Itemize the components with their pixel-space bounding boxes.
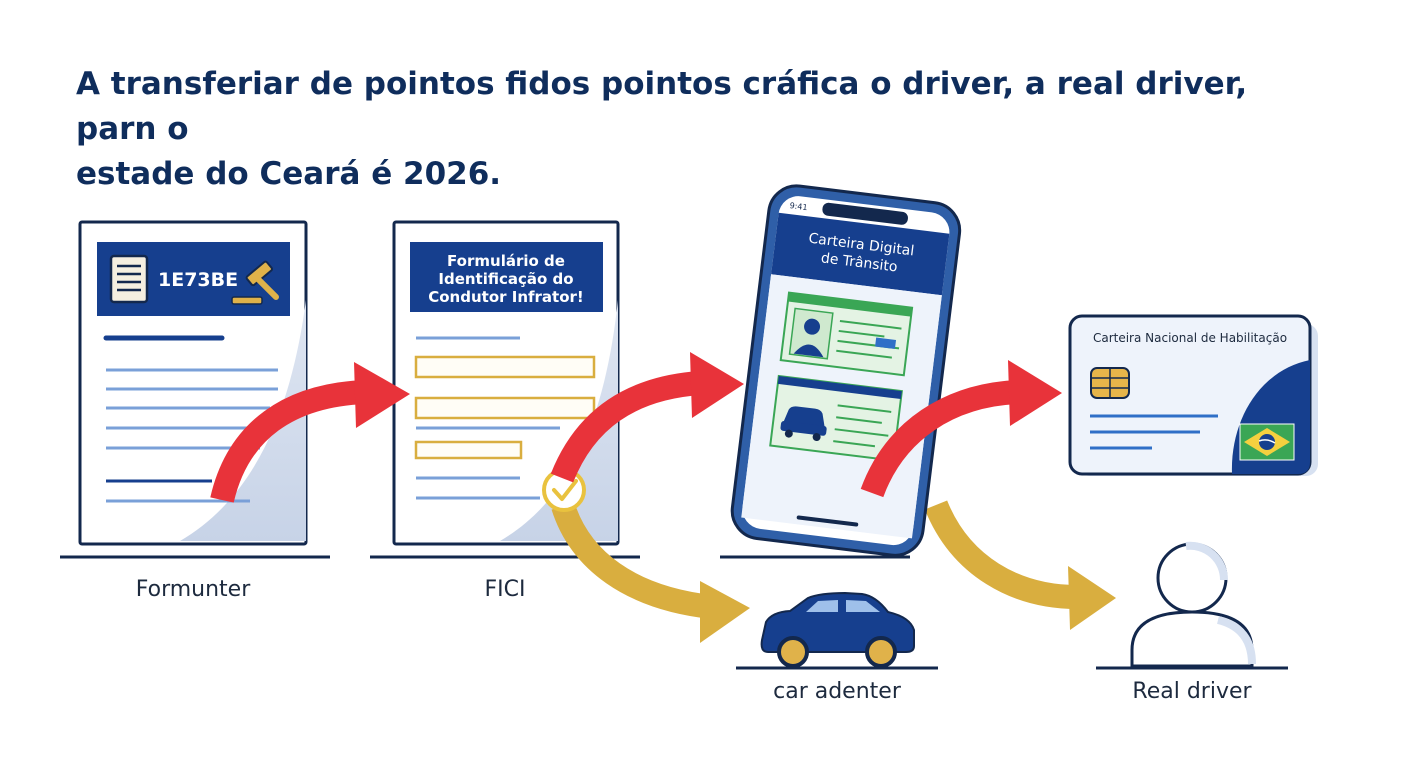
red-arrow-2	[550, 352, 744, 483]
brazil-flag-icon	[1239, 423, 1295, 461]
driver-license-card: Carteira Nacional de Habilitação	[1068, 314, 1318, 476]
headline-line-1: A transferiar de pointos fidos pointos c…	[76, 66, 1248, 147]
smartphone-digital-wallet: 9:41 Carteira Digital de Trânsito	[730, 184, 962, 557]
car-label: car adenter	[773, 679, 902, 704]
car-icon	[780, 406, 827, 442]
fici-form-label: FICI	[485, 577, 526, 602]
phone-vehicle-card	[769, 374, 903, 462]
fici-form-title-2: Identificação do	[438, 270, 573, 288]
gold-arrow-to-car	[551, 502, 750, 643]
red-arrow-3	[860, 360, 1062, 498]
fici-form-title-1: Formulário de	[447, 252, 565, 270]
fici-form-field-2	[414, 396, 596, 420]
fici-form-field-1	[414, 355, 596, 379]
gavel-icon	[231, 260, 279, 305]
fici-form-banner	[410, 242, 603, 312]
phone-license-card-person	[779, 291, 914, 377]
fici-form-title-3: Condutor Infrator!	[428, 288, 584, 306]
car-icon-large: car adenter	[736, 591, 938, 704]
headline-line-2: estade do Ceará é 2026.	[76, 156, 502, 192]
real-driver-label: Real driver	[1132, 679, 1252, 704]
headline: A transferiar de pointos fidos pointos c…	[76, 62, 1326, 197]
chip-icon	[1090, 367, 1130, 399]
phone-app-header	[771, 212, 950, 296]
ticket-icon	[109, 254, 149, 304]
fici-form-field-3	[414, 440, 523, 460]
phone-status-time: 9:41	[789, 201, 808, 212]
document-notice-label: Formunter	[136, 577, 251, 602]
person-icon: Real driver	[1096, 541, 1288, 704]
license-card-title: Carteira Nacional de Habilitação	[1093, 331, 1287, 345]
red-arrow-1	[210, 362, 410, 503]
document-notice-code: 1E73BE	[158, 269, 238, 291]
gold-arrow-to-driver	[924, 500, 1116, 630]
document-notice: 1E73BE Formunter	[60, 220, 330, 602]
